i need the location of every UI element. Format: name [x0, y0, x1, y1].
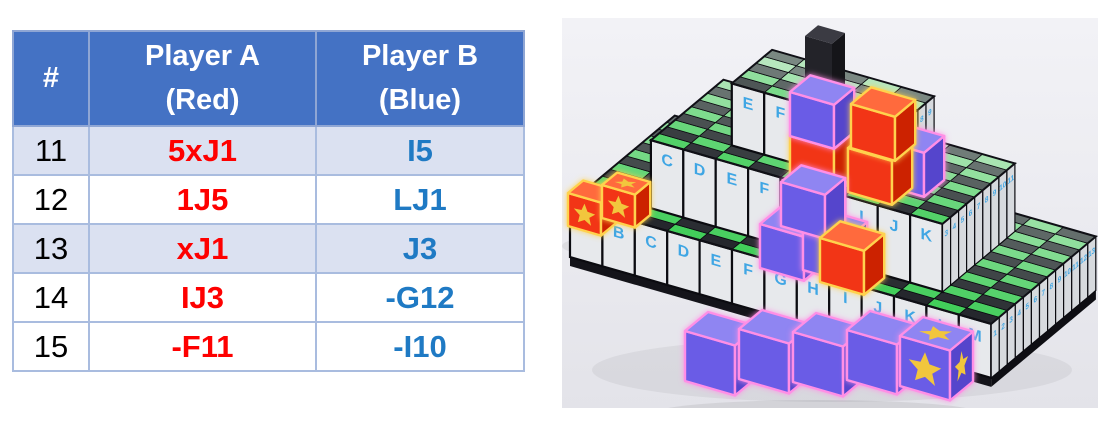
row-number-label: 6 [1034, 293, 1038, 305]
moves-table-panel: # Player A (Red) Player B (Blue) 11 5xJ1 [12, 30, 525, 372]
number-tile [990, 315, 1000, 380]
row-number-label: 8 [985, 193, 989, 205]
row-number-label: 5 [961, 213, 965, 225]
column-letter-label: D [678, 241, 690, 262]
column-letter-label: H [807, 278, 819, 299]
number-tile [1030, 282, 1041, 346]
star-icon [607, 178, 637, 218]
row-number-label: 11 [1007, 172, 1014, 187]
row-number-label: 12 [1080, 252, 1087, 267]
star-icon [908, 326, 969, 386]
move-number: 15 [12, 321, 90, 372]
header-sublabel: (Blue) [378, 83, 462, 116]
star-icon [573, 203, 596, 226]
row-number-label: 9 [1058, 273, 1062, 285]
row-number-label: 4 [953, 220, 957, 232]
header-label: Player B [361, 40, 479, 72]
column-letter-label: C [645, 232, 657, 253]
table-row: 13 xJ1 J3 [12, 223, 525, 274]
column-letter-label: J [873, 297, 882, 317]
number-tile [1006, 302, 1016, 366]
move-number: 12 [12, 174, 90, 225]
column-letter-label: K [921, 225, 933, 246]
table-row: 15 -F11 -I10 [12, 321, 525, 372]
column-letter-label: D [694, 160, 706, 181]
row-number-label: 10 [999, 178, 1006, 193]
move-player-a: xJ1 [88, 223, 317, 274]
table-row: 11 5xJ1 I5 [12, 125, 525, 176]
letter-tile [666, 229, 701, 296]
column-letter-label: C [661, 150, 673, 171]
row-number-label: 4 [1017, 307, 1021, 319]
row-number-label: 7 [977, 200, 981, 212]
move-player-b: -G12 [315, 272, 525, 323]
row-number-label: 1 [993, 327, 997, 339]
move-number: 11 [12, 125, 90, 176]
move-player-b: LJ1 [315, 174, 525, 225]
header-label: # [42, 61, 60, 94]
header-move-number: # [12, 30, 90, 127]
row-number-label: 9 [928, 106, 932, 118]
red-cube [818, 220, 886, 296]
header-player-a: Player A (Red) [88, 30, 317, 127]
row-number-label: 8 [1050, 280, 1054, 292]
row-number-label: 9 [993, 187, 997, 199]
row-number-label: 13 [1088, 245, 1095, 260]
row-number-label: 8 [920, 113, 924, 125]
column-letter-label: I [843, 289, 847, 308]
row-number-label: 3 [1009, 313, 1013, 325]
table-row: 12 1J5 LJ1 [12, 174, 525, 225]
column-letter-label: E [710, 251, 721, 272]
purple-cube [898, 315, 975, 402]
header-label: Player A [145, 40, 260, 72]
move-number: 14 [12, 272, 90, 323]
column-letter-label: E [743, 94, 754, 115]
header-player-b: Player B (Blue) [315, 30, 525, 127]
number-tile [1014, 295, 1024, 359]
column-letter-label: F [743, 260, 753, 280]
row-number-label: 11 [1072, 258, 1079, 273]
letter-tile [633, 220, 669, 287]
column-letter-label: F [759, 179, 769, 199]
move-player-a: -F11 [88, 321, 317, 372]
move-player-a: IJ3 [88, 272, 317, 323]
table-row: 14 IJ3 -G12 [12, 272, 525, 323]
table-header-row: # Player A (Red) Player B (Blue) [12, 30, 525, 127]
move-player-b: -I10 [315, 321, 525, 372]
board-3d-svg: ABCDEFGHIJKLM12345678910111213CDEFGHIJK3… [562, 25, 1098, 408]
move-player-a: 1J5 [88, 174, 317, 225]
column-letter-label: F [776, 103, 786, 123]
red-cube [600, 171, 652, 229]
number-tile [998, 309, 1008, 373]
number-tile [1022, 289, 1032, 353]
number-tile [1055, 262, 1065, 326]
column-letter-label: J [889, 216, 898, 236]
move-player-a: 5xJ1 [88, 125, 317, 176]
letter-tile [730, 81, 766, 157]
row-number-label: 3 [945, 227, 949, 239]
game-render-panel: ABCDEFGHIJKLM12345678910111213CDEFGHIJK3… [562, 18, 1098, 408]
move-player-b: J3 [315, 223, 525, 274]
letter-tile [698, 238, 734, 305]
purple-cube [788, 74, 856, 151]
column-letter-label: E [727, 169, 738, 190]
move-player-b: I5 [315, 125, 525, 176]
row-number-label: 10 [1064, 265, 1071, 280]
column-letter-label: B [613, 223, 625, 244]
move-number: 13 [12, 223, 90, 274]
header-sublabel: (Red) [165, 83, 240, 116]
number-tile [1038, 275, 1049, 339]
row-number-label: 7 [1042, 287, 1046, 299]
red-cube [849, 86, 917, 163]
row-number-label: 6 [969, 207, 973, 219]
row-number-label: 2 [1001, 320, 1005, 332]
row-number-label: 5 [1026, 300, 1030, 312]
column-letter-label: I [859, 207, 863, 226]
column-letter-label: K [904, 306, 916, 327]
number-tile [1047, 268, 1057, 333]
moves-table: # Player A (Red) Player B (Blue) 11 5xJ1 [12, 30, 525, 372]
